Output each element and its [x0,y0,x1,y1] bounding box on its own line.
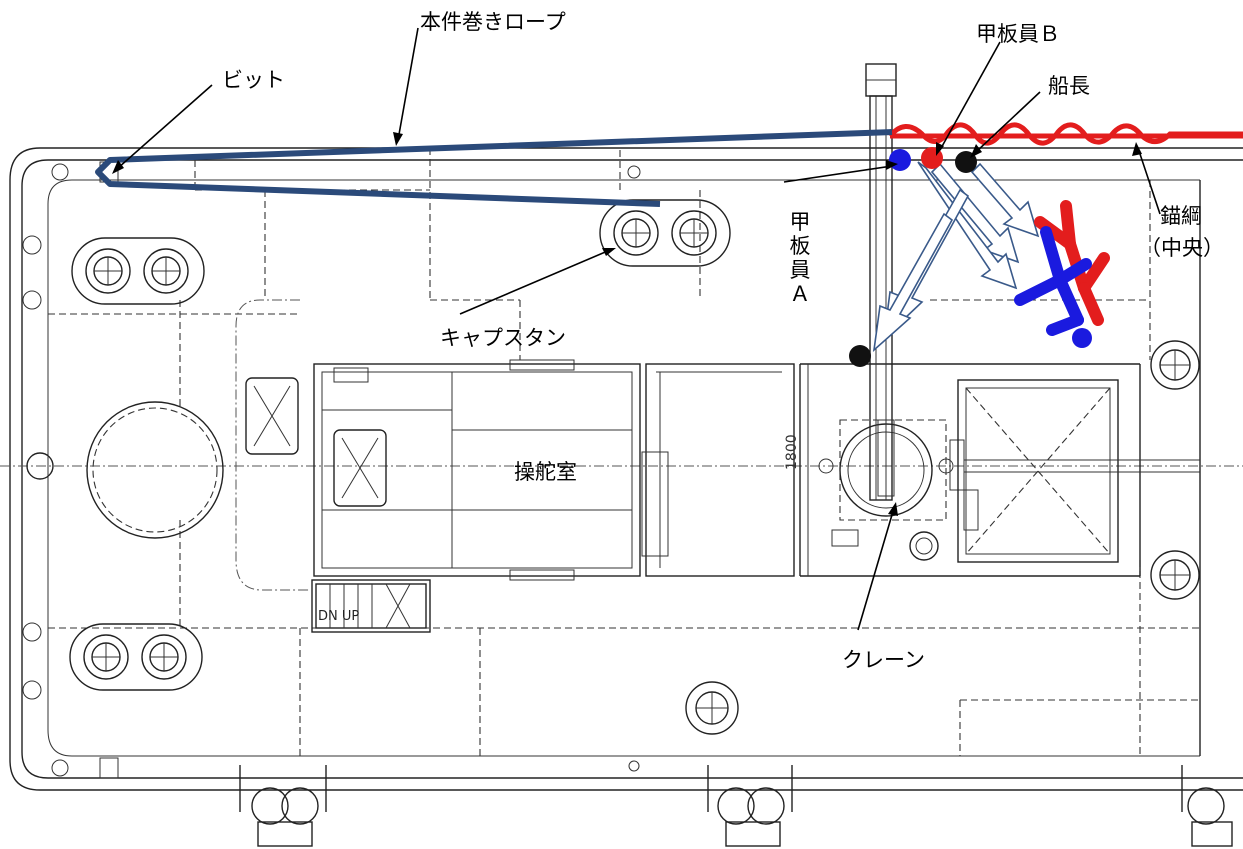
capstan-label: キャプスタン [440,326,566,350]
anchor-cable [888,122,1243,146]
fallen-deckhand-a-head [1072,328,1092,348]
movement-arrows [872,161,1040,353]
crane-label: クレーン [842,648,925,672]
anchor-cable-label-line1: 錨綱 [1160,204,1202,228]
capstan [599,199,731,267]
captain-final-marker [849,345,871,367]
deckhand-b-label: 甲板員Ｂ [976,22,1060,46]
arrow-deckhand-a-diag [917,161,1018,290]
deckhand-a-marker [889,149,911,171]
captain-label: 船長 [1048,74,1090,98]
bottom-fittings [239,765,1233,847]
anchor-cable-label-line2: （中央） [1140,236,1224,260]
bitt-label: ビット [222,68,285,92]
double-bollards [69,237,205,691]
arrow-deckhand-b [930,162,1020,264]
deck-structure-lines [0,148,1243,756]
round-hatch [86,401,224,539]
rope-line [95,129,893,207]
label-pointers [112,27,1161,631]
dimension-text: 1800 [784,434,800,470]
hull-outline [9,147,1243,791]
arrow-fall-2 [872,212,954,353]
arrow-captain [970,162,1040,238]
single-bollards [685,340,1200,735]
deckhand-a-label: 甲板員Ａ [789,210,811,306]
deckhouse [235,299,795,633]
crane-area [799,363,1200,577]
fallen-deckhand-a-figure [1014,226,1092,336]
stair-text: DN UP [318,609,359,624]
wheelhouse-label: 操舵室 [514,460,577,484]
rope-label: 本件巻きロープ [420,10,566,34]
